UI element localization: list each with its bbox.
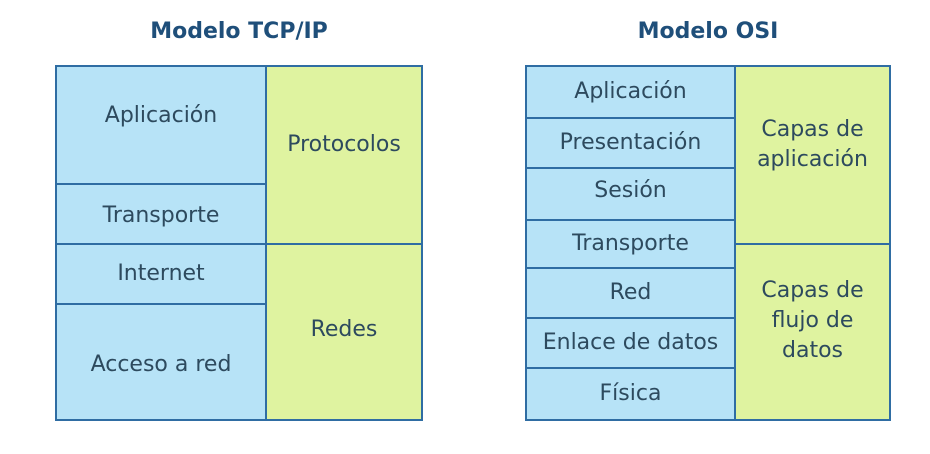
tcpip-group-protocols: Protocolos [265, 65, 423, 245]
tcpip-layer-transport: Transporte [55, 183, 267, 245]
osi-layer-session: Sesión [525, 167, 736, 221]
osi-layer-network: Red [525, 267, 736, 319]
tcpip-layer-internet: Internet [55, 243, 267, 305]
osi-layer-physical: Física [525, 367, 736, 421]
tcpip-layer-application: Aplicación [55, 65, 267, 185]
osi-layer-transport: Transporte [525, 219, 736, 269]
tcpip-title: Modelo TCP/IP [150, 19, 328, 44]
osi-group-application-layers: Capas de aplicación [734, 65, 891, 245]
tcpip-group-networks: Redes [265, 243, 423, 421]
osi-layer-data-link: Enlace de datos [525, 317, 736, 369]
osi-layer-presentation: Presentación [525, 117, 736, 169]
osi-title: Modelo OSI [637, 19, 779, 44]
tcpip-layer-network-access: Acceso a red [55, 303, 267, 421]
osi-layer-application: Aplicación [525, 65, 736, 119]
osi-group-data-flow-layers: Capas de flujo de datos [734, 243, 891, 421]
